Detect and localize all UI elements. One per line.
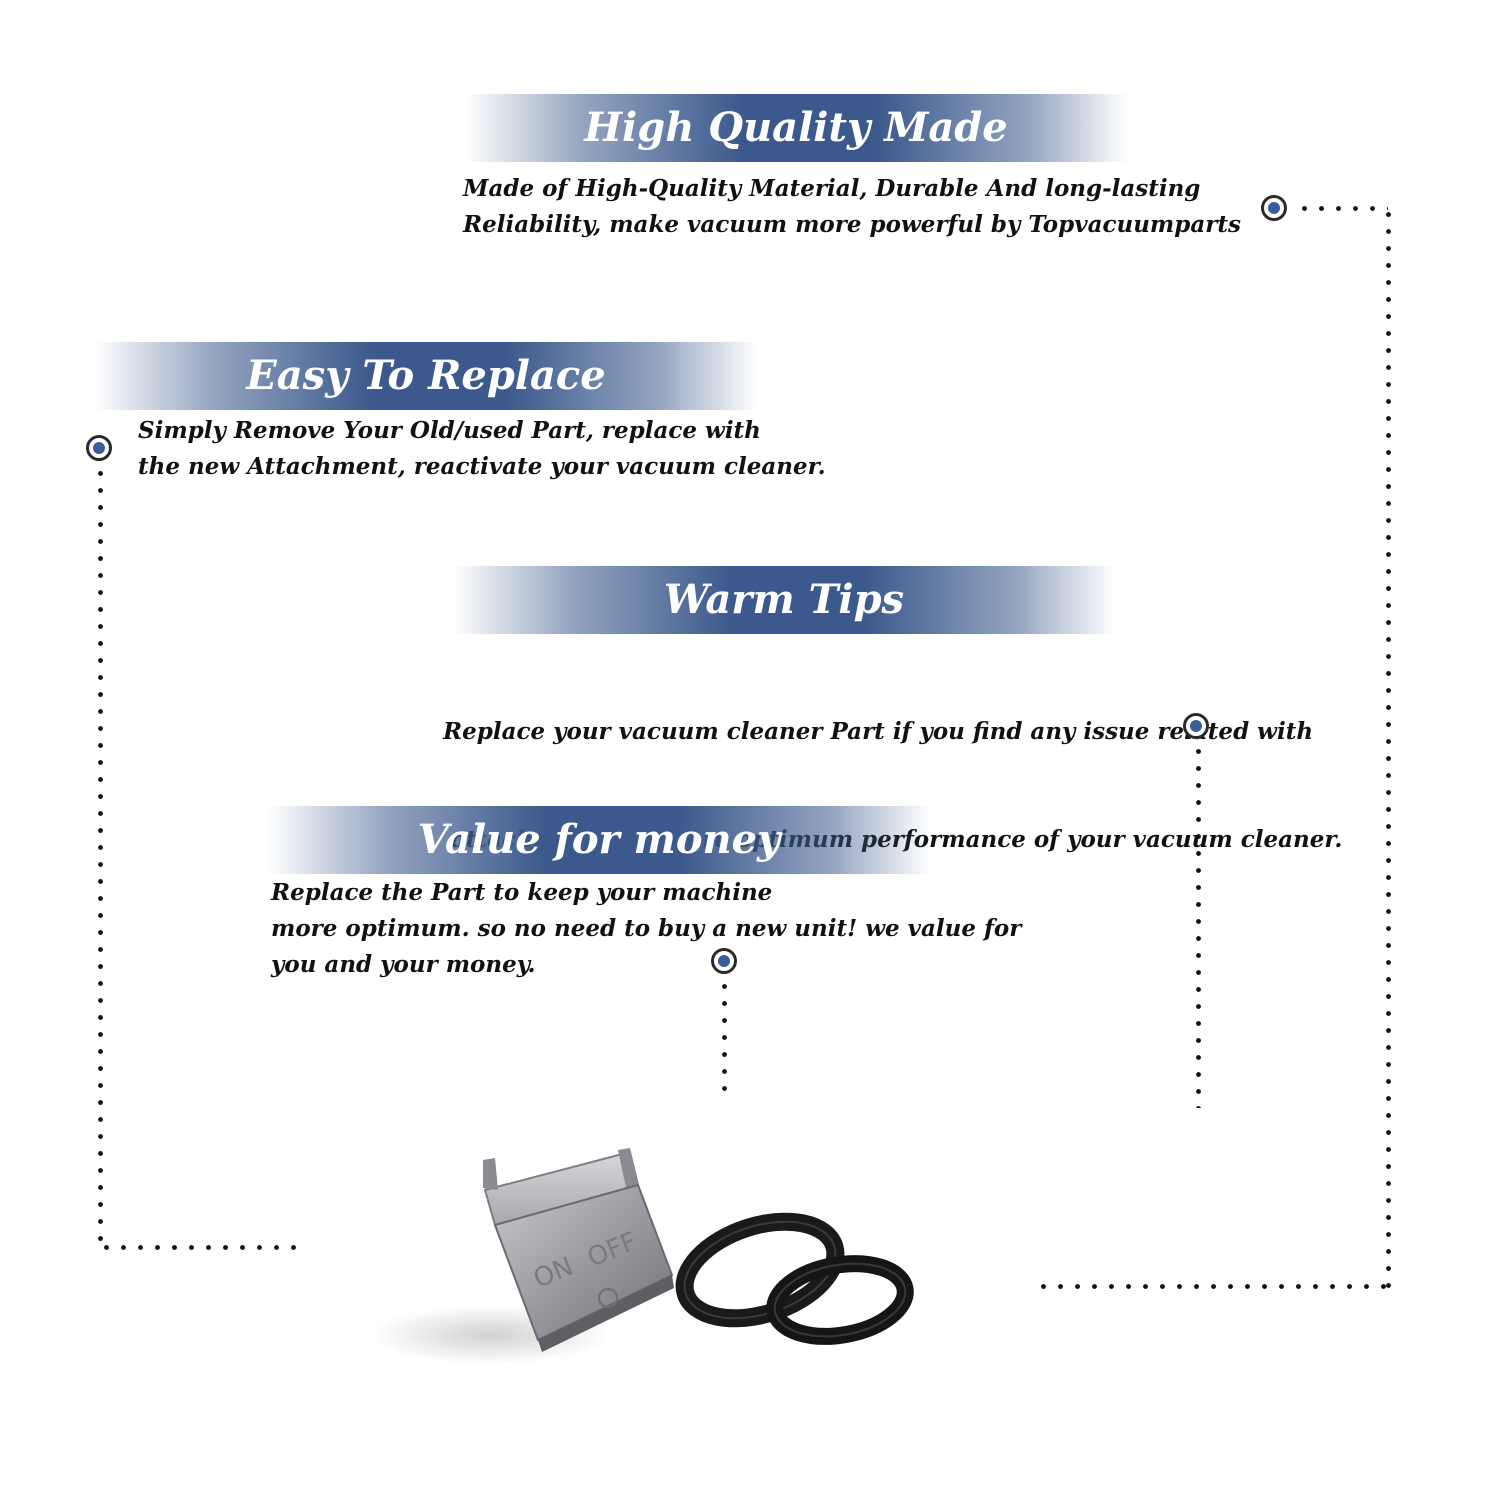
feature-line: you and your money. xyxy=(271,951,536,978)
power-switch-icon: ON OFF xyxy=(483,1148,674,1352)
product-image: ON OFF xyxy=(370,1148,914,1365)
feature-title: Value for money xyxy=(417,816,781,863)
banner-easy-replace: Easy To Replace xyxy=(95,342,757,410)
vacuum-belts-icon xyxy=(675,1212,914,1345)
dotted-connector xyxy=(1296,206,1388,211)
feature-line: Made of High-Quality Material, Durable A… xyxy=(463,175,1201,202)
feature-title: High Quality Made xyxy=(584,104,1008,151)
dotted-connector xyxy=(98,465,103,1250)
feature-line: the new Attachment, reactivate your vacu… xyxy=(138,453,826,480)
bullet-marker-icon xyxy=(1261,195,1287,221)
feature-line: Replace your vacuum cleaner Part if you … xyxy=(443,718,1314,745)
feature-line: more optimum. so no need to buy a new un… xyxy=(271,915,1022,942)
banner-high-quality: High Quality Made xyxy=(465,94,1127,162)
feature-title: Warm Tips xyxy=(663,576,905,623)
feature-line: Replace the Part to keep your machine xyxy=(271,879,773,906)
dotted-connector xyxy=(1386,206,1391,1290)
feature-description: Simply Remove Your Old/used Part, replac… xyxy=(138,413,826,485)
bullet-marker-icon xyxy=(711,948,737,974)
feature-title: Easy To Replace xyxy=(246,352,606,399)
feature-line: Simply Remove Your Old/used Part, replac… xyxy=(138,417,761,444)
feature-line: Reliability, make vacuum more powerful b… xyxy=(463,211,1241,238)
dotted-connector xyxy=(722,978,727,1093)
dotted-connector xyxy=(98,1245,298,1250)
banner-value-money: Value for money xyxy=(268,806,930,874)
feature-description: Replace the Part to keep your machine mo… xyxy=(271,875,1021,983)
bullet-marker-icon xyxy=(1183,713,1209,739)
banner-warm-tips: Warm Tips xyxy=(453,566,1115,634)
bullet-marker-icon xyxy=(86,435,112,461)
dotted-connector xyxy=(1035,1284,1391,1289)
dotted-connector xyxy=(1196,743,1201,1108)
feature-description: Made of High-Quality Material, Durable A… xyxy=(463,171,1241,243)
